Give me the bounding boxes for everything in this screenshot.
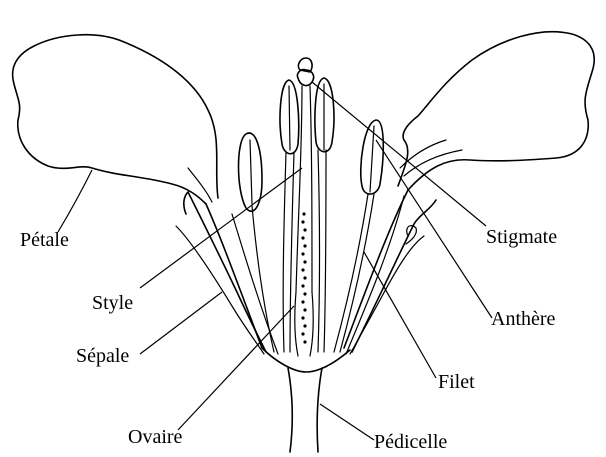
left-sepal-inner <box>176 226 264 354</box>
left-petal <box>13 35 218 204</box>
label-style: Style <box>92 292 133 314</box>
leader-anthere <box>376 140 492 318</box>
ovule <box>301 268 304 271</box>
ovule <box>303 244 306 247</box>
leader-stigmate <box>312 82 486 226</box>
ovule <box>301 332 304 335</box>
label-filet: Filet <box>438 371 475 393</box>
leader-sepale <box>140 292 222 354</box>
leader-pedicelle <box>320 404 374 440</box>
left-sepal <box>184 192 266 352</box>
ovule <box>301 316 304 319</box>
label-anthere: Anthère <box>491 308 556 330</box>
leader-style <box>140 168 302 288</box>
label-ovaire: Ovaire <box>128 426 183 448</box>
leader-ovaire <box>178 306 294 430</box>
leader-filet <box>364 252 436 378</box>
label-pedicelle: Pédicelle <box>374 431 447 453</box>
ovule <box>301 300 304 303</box>
ovule <box>301 220 304 223</box>
ovule <box>303 340 306 343</box>
ovule <box>303 276 306 279</box>
receptacle <box>262 348 350 372</box>
label-stigmate: Stigmate <box>486 226 557 248</box>
stamen-anther-right-seam <box>370 126 374 192</box>
stamen-filament-extra-right <box>346 196 404 354</box>
right-petal <box>398 32 594 190</box>
ovule <box>301 284 304 287</box>
leader-petale <box>58 170 92 232</box>
ovule <box>302 212 305 215</box>
label-sepale: Sépale <box>76 345 129 367</box>
ovule <box>301 252 304 255</box>
pedicel <box>288 368 322 452</box>
stamen-filament-tall-right <box>318 150 320 352</box>
stamen-filament-tall-left-2 <box>290 152 294 352</box>
left-petal-inner-line <box>188 168 212 202</box>
right-sepal-inner <box>350 236 424 354</box>
ovule <box>303 292 306 295</box>
ovary-ovules <box>301 212 306 343</box>
ovule <box>303 308 306 311</box>
ovule <box>303 260 306 263</box>
right-petal-inner-line <box>404 150 462 176</box>
stamen-anther-far-left-seam <box>250 140 252 204</box>
ovule <box>301 236 304 239</box>
label-petale: Pétale <box>20 229 69 251</box>
stamen-anther-tall-left-seam <box>289 86 290 150</box>
stigma-head <box>297 70 313 86</box>
style-line-right <box>310 86 312 292</box>
ovule <box>303 324 306 327</box>
stamen-filament-tall-right-2 <box>324 150 326 352</box>
ovule <box>303 228 306 231</box>
